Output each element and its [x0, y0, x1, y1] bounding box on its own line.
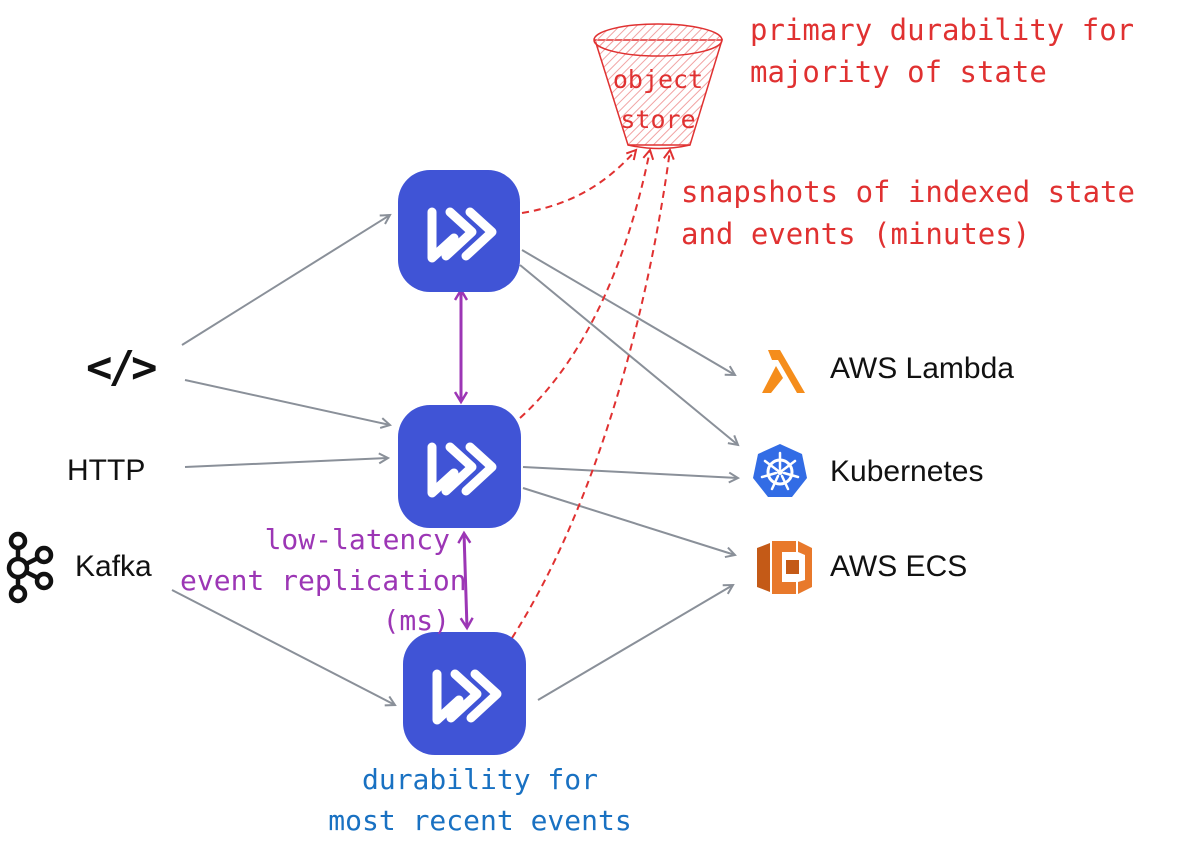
edge-node-middle-to-object-store	[519, 150, 650, 419]
edge-http-to-node-middle	[184, 458, 388, 468]
primary-durability-line1: primary durability for	[750, 13, 1135, 47]
restate-fast-forward-icon	[427, 207, 497, 263]
replication-line2: event replication	[180, 563, 467, 597]
aws-ecs-icon	[757, 541, 812, 594]
recent-durability-line1: durability for	[361, 763, 598, 796]
replication-line3: (ms)	[382, 604, 450, 638]
http-label: HTTP	[67, 454, 146, 487]
restate-node-middle	[398, 405, 521, 528]
restate-node-bottom	[403, 632, 526, 755]
aws-lambda-label: AWS Lambda	[830, 352, 1014, 385]
edge-node-middle-to-ecs	[522, 487, 735, 555]
primary-durability-line2: majority of state	[750, 55, 1047, 90]
edge-node-middle-to-kubernetes	[522, 466, 738, 478]
replication-line1: low-latency	[264, 523, 450, 556]
kubernetes-label: Kubernetes	[830, 455, 984, 488]
primary-durability-note: primary durability for majority of state	[750, 9, 1134, 93]
kafka-icon	[6, 531, 54, 604]
code-brackets-icon: </>	[86, 342, 158, 393]
kafka-label: Kafka	[75, 550, 152, 583]
snapshots-line2: and events (minutes)	[681, 217, 1031, 252]
snapshot-edges	[511, 150, 670, 639]
object-store-label-line2: store	[620, 105, 696, 134]
restate-fast-forward-icon	[432, 669, 502, 725]
edge-node-top-to-object-store	[521, 150, 636, 214]
edge-replication-middle-bottom	[464, 533, 467, 628]
edge-node-bottom-to-ecs	[537, 585, 733, 701]
edge-node-top-to-kubernetes	[519, 264, 738, 445]
recent-durability-note: durability for most recent events	[320, 760, 640, 841]
aws-lambda-icon	[762, 350, 805, 393]
edge-code-to-node-middle	[184, 379, 390, 425]
snapshots-line1: snapshots of indexed state	[681, 175, 1135, 209]
restate-node-top	[398, 170, 520, 292]
edge-kafka-to-node-bottom	[171, 589, 395, 705]
recent-durability-line2: most recent events	[328, 803, 632, 837]
output-edges	[519, 249, 738, 701]
edge-code-to-node-top	[181, 215, 390, 346]
kubernetes-helm-icon	[753, 444, 807, 497]
replication-note: low-latency event replication (ms)	[180, 520, 467, 642]
input-edges	[171, 215, 395, 705]
snapshots-note: snapshots of indexed state and events (m…	[681, 171, 1135, 255]
edge-node-bottom-to-object-store	[511, 150, 670, 639]
edge-node-top-to-lambda	[521, 249, 735, 375]
aws-ecs-label: AWS ECS	[830, 550, 968, 583]
replication-edges	[461, 290, 467, 628]
object-store-label: object store	[606, 60, 710, 140]
object-store-bucket-icon	[593, 23, 724, 150]
restate-fast-forward-icon	[427, 442, 497, 498]
object-store-label-line1: object	[612, 65, 704, 94]
